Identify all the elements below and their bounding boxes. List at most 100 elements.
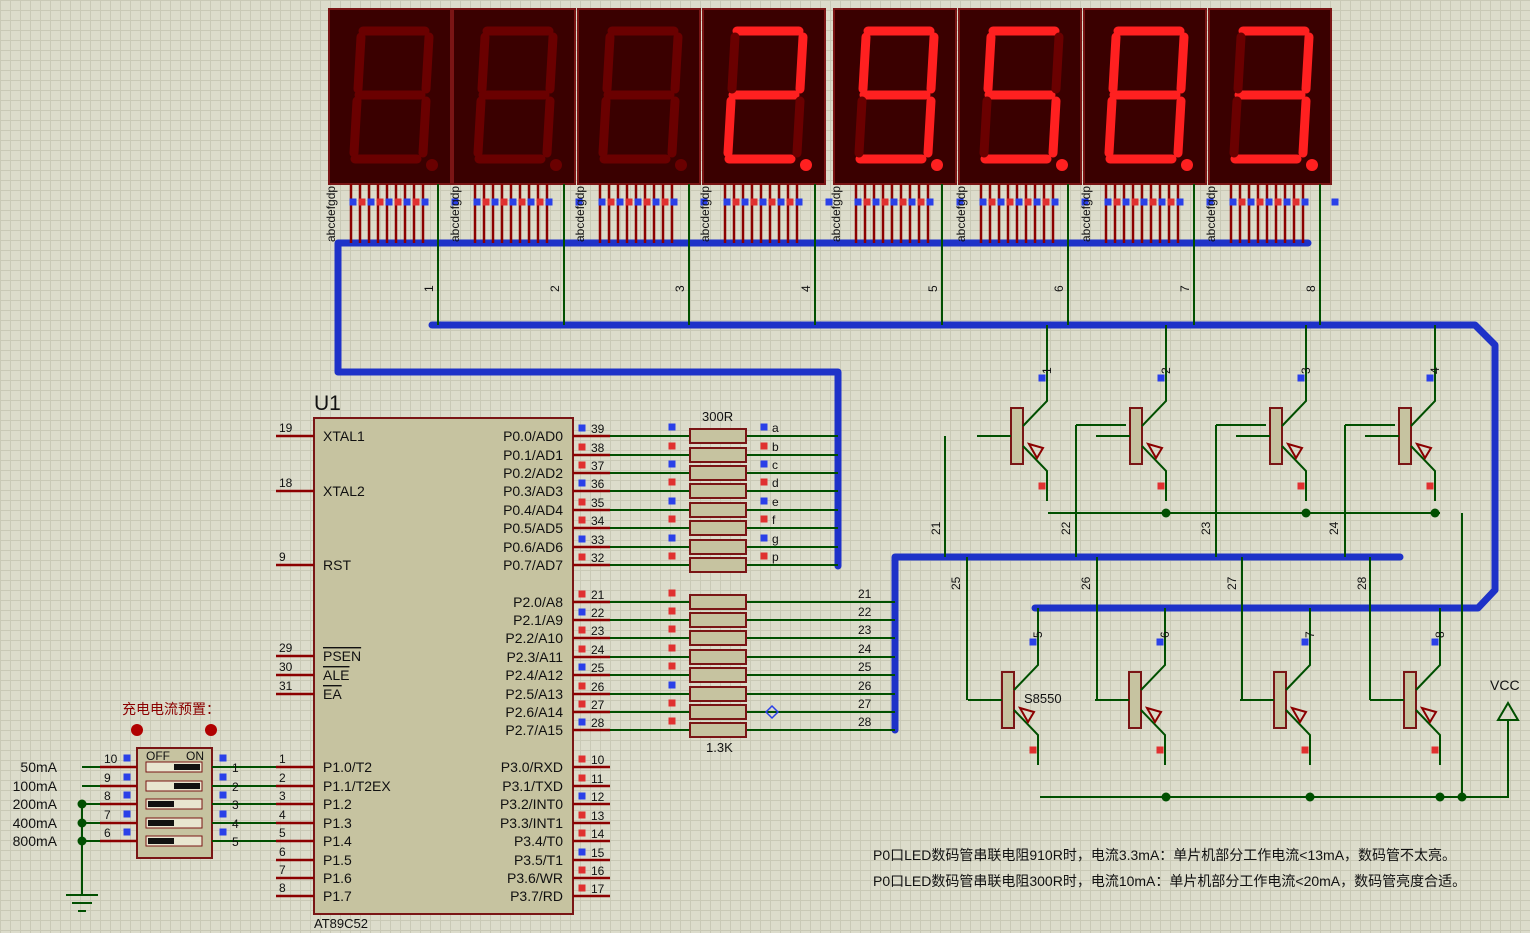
- dip-terminal: [205, 724, 217, 736]
- pin-marker: [1104, 198, 1112, 206]
- pin-marker: [349, 198, 357, 206]
- pin-marker: [872, 198, 880, 206]
- dip-pin-number: 1: [232, 761, 239, 775]
- p0-resistor: [689, 502, 747, 518]
- seven-segment-display: abcdefgdp: [829, 8, 957, 243]
- mcu-pin-number: 11: [591, 772, 604, 786]
- mcu-pin-number: 24: [591, 643, 605, 657]
- dip-current-label: 400mA: [13, 815, 58, 831]
- pin-marker: [219, 754, 227, 762]
- pin-marker: [760, 460, 768, 468]
- transistor-arrow: [1289, 706, 1308, 724]
- pin-marker: [578, 461, 586, 469]
- pin-marker: [661, 198, 669, 206]
- pin-marker: [491, 198, 499, 206]
- segment-dp: [931, 159, 943, 171]
- digit-pin-number: 7: [1178, 285, 1192, 292]
- segment-f: [983, 32, 996, 94]
- base-net: 24: [1327, 521, 1341, 535]
- transistor-base-bar: [1128, 671, 1142, 729]
- p2-resistor: [689, 704, 747, 720]
- transistor-base-bar: [1269, 407, 1283, 465]
- mcu-pin-number: 39: [591, 422, 605, 436]
- mcu-pin-name: PSEN: [323, 648, 361, 664]
- mcu-pin-name: P1.0/T2: [323, 759, 372, 775]
- segment-net-label: a: [772, 421, 779, 435]
- pin-marker: [760, 497, 768, 505]
- junction-dot: [1305, 792, 1315, 802]
- pin-marker: [863, 198, 871, 206]
- pin-marker: [668, 644, 676, 652]
- mcu-pin-number: 34: [591, 514, 605, 528]
- pin-marker: [668, 460, 676, 468]
- pin-marker: [219, 773, 227, 781]
- junction-dot: [1457, 792, 1467, 802]
- pin-marker: [795, 198, 803, 206]
- mcu-body: [313, 417, 574, 915]
- transistor-emitter: [1285, 709, 1311, 765]
- transistor-emitter: [1281, 445, 1307, 501]
- pin-marker: [668, 497, 676, 505]
- mcu-pin-number: 15: [591, 846, 605, 860]
- mcu-pin-name: P3.1/TXD: [502, 778, 563, 794]
- dip-current-label: 100mA: [13, 778, 58, 794]
- pnp-transistor: [1095, 625, 1166, 765]
- pin-marker: [578, 682, 586, 690]
- segment-net-label: e: [772, 495, 779, 509]
- mcu-pin-number: 26: [591, 680, 605, 694]
- pin-marker: [741, 198, 749, 206]
- collector-net: 3: [1299, 367, 1313, 374]
- seven-segment-display: abcdefgdp: [573, 8, 701, 243]
- mcu-pin-name: P1.2: [323, 796, 352, 812]
- dip-current-label: 800mA: [13, 833, 58, 849]
- transistor-collector: [1281, 361, 1307, 427]
- mcu-pin-name: P3.7/RD: [510, 888, 563, 904]
- pin-marker: [1158, 198, 1166, 206]
- note-line-1: P0口LED数码管串联电阻910R时，电流3.3mA：单片机部分工作电流<13m…: [873, 847, 1457, 863]
- segment-b: [1051, 32, 1064, 94]
- pin-marker: [578, 443, 586, 451]
- pin-marker: [607, 198, 615, 206]
- pin-marker: [668, 478, 676, 486]
- dip-pin-number: 8: [104, 789, 111, 803]
- mcu-pin-name: P1.6: [323, 870, 352, 886]
- segment-c: [1173, 96, 1186, 158]
- pin-marker: [668, 534, 676, 542]
- pin-marker: [578, 535, 586, 543]
- segment-e: [1229, 96, 1242, 158]
- pin-marker: [668, 552, 676, 560]
- pin-marker: [899, 198, 907, 206]
- base-net: 21: [929, 521, 943, 535]
- mcu-pin-number: 9: [279, 550, 286, 564]
- transistor-emitter: [1410, 445, 1436, 501]
- pin-marker: [668, 607, 676, 615]
- transistor-arrow: [1145, 442, 1164, 460]
- pin-marker: [1081, 198, 1089, 206]
- segment-e: [723, 96, 736, 158]
- digit-pin-number: 6: [1052, 285, 1066, 292]
- pin-marker: [1206, 198, 1214, 206]
- dip-toggle: [174, 783, 200, 789]
- pin-marker: [1140, 198, 1148, 206]
- pin-marker: [1431, 746, 1439, 754]
- p2-net-label: 23: [858, 623, 872, 637]
- p2-net-label: 21: [858, 587, 872, 601]
- mcu-pin-name: EA: [323, 686, 342, 702]
- pin-marker: [123, 791, 131, 799]
- pin-marker: [668, 515, 676, 523]
- pin-marker: [723, 198, 731, 206]
- pin-marker: [760, 552, 768, 560]
- segment-c: [923, 96, 936, 158]
- pin-marker: [979, 198, 987, 206]
- p0-resistor: [689, 465, 747, 481]
- dip-pin-number: 2: [232, 780, 239, 794]
- segment-dp: [1181, 159, 1193, 171]
- pin-marker: [668, 699, 676, 707]
- pin-marker: [1149, 198, 1157, 206]
- pin-marker: [473, 198, 481, 206]
- display-pin-labels: abcdefgdp: [698, 186, 712, 242]
- pin-marker: [578, 811, 586, 819]
- pin-marker: [1131, 198, 1139, 206]
- segment-net-label: d: [772, 476, 779, 490]
- pin-marker: [1274, 198, 1282, 206]
